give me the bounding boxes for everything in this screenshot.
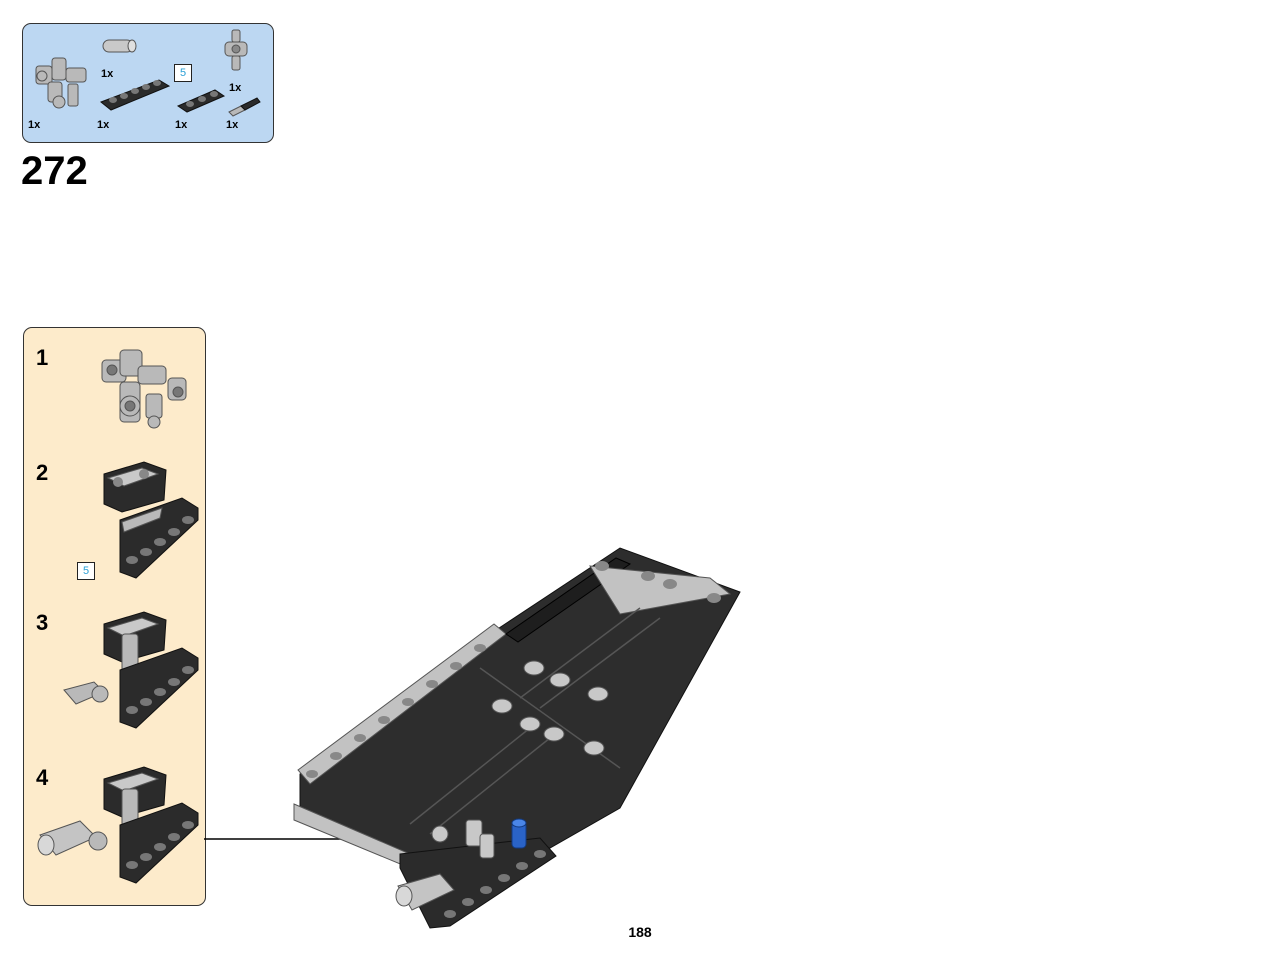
blue-pin-icon: [511, 818, 527, 849]
substep-2-beams-illustration: [103, 461, 199, 579]
parts-qty: 1x: [97, 119, 110, 131]
axle-connector-icon: [224, 29, 248, 71]
page-number: 188: [628, 924, 652, 940]
parts-qty: 1x: [28, 119, 41, 131]
axle-pin-icon: [228, 97, 261, 117]
substep-number: 4: [36, 765, 49, 790]
substep-4-assembly-illustration: [37, 766, 199, 884]
substep-1-connector-illustration: [101, 349, 187, 429]
subassembly-panel: 1 2 5 3: [23, 327, 206, 906]
main-model-illustration: [293, 547, 741, 929]
substep-number: 1: [36, 345, 49, 370]
parts-qty: 1x: [229, 82, 242, 94]
beam-3-icon: [176, 89, 226, 113]
substep-number: 2: [36, 460, 49, 485]
substep-number: 3: [36, 610, 49, 635]
pin-connector-icon: [102, 39, 137, 53]
parts-qty: 1x: [101, 68, 114, 80]
connector-icon: [35, 57, 87, 109]
step-number: 272: [21, 149, 88, 193]
length-badge: 5: [174, 64, 192, 82]
parts-qty: 1x: [226, 119, 239, 131]
parts-list-panel: 1x 1x 5 1x 1x: [22, 23, 274, 143]
substep-3-assembly-illustration: [63, 611, 199, 729]
length-badge: 5: [77, 562, 95, 580]
beam-5-icon: [100, 79, 171, 111]
parts-qty: 1x: [175, 119, 188, 131]
